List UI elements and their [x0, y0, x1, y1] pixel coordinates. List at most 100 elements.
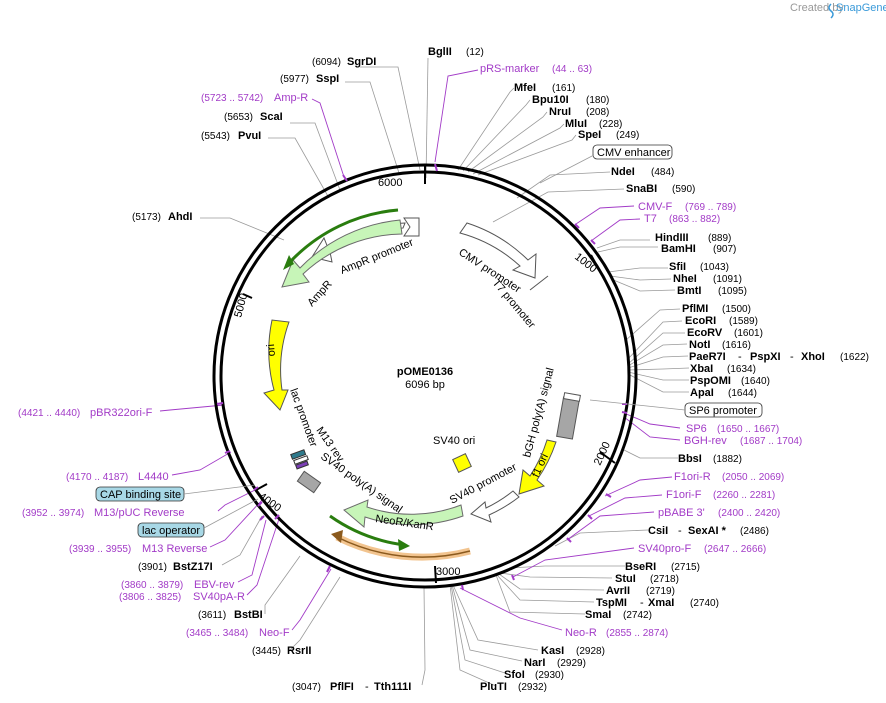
cmv-enhancer-box[interactable]: [592, 144, 673, 160]
ori-arrow[interactable]: [263, 319, 290, 411]
enzyme-bglii: BglII: [428, 46, 452, 58]
tick-label-3000: 3000: [436, 566, 460, 578]
svg-text:(2928): (2928): [576, 646, 605, 657]
svg-text:(3465 .. 3484): (3465 .. 3484): [186, 628, 248, 639]
primer-m13-reverse: M13 Reverse: [142, 543, 207, 555]
sv40-ori-box[interactable]: [452, 453, 472, 473]
svg-text:(4170 .. 4187): (4170 .. 4187): [66, 472, 128, 483]
plasmid-name: pOME0136: [397, 366, 453, 378]
bgh-polya-box[interactable]: [556, 396, 580, 440]
enzyme-apai: ApaI: [690, 387, 714, 399]
snapgene-logo-icon: [828, 3, 834, 19]
enzyme-smai: SmaI: [585, 609, 611, 621]
svg-text:(907): (907): [713, 244, 736, 255]
enzyme-labels: BglII (12) (6094) SgrDI (5977) SspI (565…: [132, 46, 869, 693]
cmv-promoter-arrow[interactable]: [459, 222, 537, 279]
primer-neo-f: Neo-F: [259, 627, 290, 639]
enzyme-kasi: KasI: [541, 645, 564, 657]
svg-text:(3939 .. 3955): (3939 .. 3955): [69, 544, 131, 555]
enzyme-mfei: MfeI: [514, 82, 536, 94]
svg-text:(1091): (1091): [713, 274, 742, 285]
orange-orf-arrowhead-icon: [331, 530, 343, 543]
primer-sv40pa-r: SV40pA-R: [193, 591, 245, 603]
primer-sp6: SP6: [686, 423, 707, 435]
enzyme-ahdi: AhdI: [168, 211, 192, 223]
ampr-orf-bar: [288, 208, 399, 264]
cap-site-mark: [290, 449, 307, 460]
primer-t7: T7: [644, 213, 657, 225]
ampr-orf-arrowhead-icon: [283, 255, 294, 270]
svg-text:(2050 .. 2069): (2050 .. 2069): [722, 472, 784, 483]
svg-text:-: -: [640, 597, 644, 609]
sp6-promoter-box-label: SP6 promoter: [689, 405, 757, 417]
svg-text:(1640): (1640): [741, 376, 770, 387]
enzyme-nhei: NheI: [673, 273, 697, 285]
enzyme-ndei: NdeI: [611, 166, 635, 178]
enzyme-spei: SpeI: [578, 129, 601, 141]
enzyme-sfii: SfiI: [669, 261, 686, 273]
svg-text:(3047): (3047): [292, 682, 321, 693]
svg-text:(3901): (3901): [138, 562, 167, 573]
enzyme-hindiii: HindIII: [655, 232, 689, 244]
svg-text:(2930): (2930): [535, 670, 564, 681]
enzyme-pspxi: PspXI: [750, 351, 781, 363]
lac-promoter-mark: [293, 455, 309, 465]
enzyme-bpu10i: Bpu10I: [532, 94, 569, 106]
svg-text:(3952 .. 3974): (3952 .. 3974): [22, 508, 84, 519]
enzyme-xhoi: XhoI: [801, 351, 825, 363]
cmv-enhancer-label: CMV enhancer: [597, 147, 671, 159]
svg-text:(484): (484): [651, 167, 674, 178]
svg-text:(3445): (3445): [252, 646, 281, 657]
svg-text:(2719): (2719): [646, 586, 675, 597]
svg-text:(5653): (5653): [224, 112, 253, 123]
t7-promoter-mark: [529, 275, 549, 291]
cap-binding-label: CAP binding site: [100, 489, 181, 501]
svg-text:(1622): (1622): [840, 352, 869, 363]
lac-operator-box[interactable]: [137, 522, 205, 538]
svg-text:(1650 .. 1667): (1650 .. 1667): [717, 424, 779, 435]
svg-text:(1500): (1500): [722, 304, 751, 315]
neokanr-gene-arrow[interactable]: [343, 499, 464, 528]
neokanr-orf-arrowhead-icon: [398, 539, 410, 551]
ampr-gene-arrow[interactable]: [281, 219, 403, 288]
enzyme-stui: StuI: [615, 573, 636, 585]
svg-text:(12): (12): [466, 47, 484, 58]
f1-ori-arrow[interactable]: [518, 439, 557, 495]
svg-text:(2742): (2742): [623, 610, 652, 621]
svg-text:(2260 .. 2281): (2260 .. 2281): [713, 490, 775, 501]
svg-text:(889): (889): [708, 233, 731, 244]
svg-text:(1882): (1882): [713, 454, 742, 465]
ori-label: ori: [265, 344, 278, 357]
enzyme-paer7i: PaeR7I: [689, 351, 726, 363]
tick-label-5000: 5000: [232, 292, 250, 319]
enzyme-bstz17i: BstZ17I: [173, 561, 213, 573]
enzyme-ecori: EcoRI: [685, 315, 716, 327]
primer-cmv-f: CMV-F: [638, 201, 673, 213]
svg-text:(1601): (1601): [734, 328, 763, 339]
svg-text:(208): (208): [586, 107, 609, 118]
svg-text:(1687 .. 1704): (1687 .. 1704): [740, 436, 802, 447]
enzyme-xmai: XmaI: [648, 597, 674, 609]
svg-text:(5543): (5543): [201, 131, 230, 142]
sv40-polya-box[interactable]: [296, 470, 322, 494]
primer-prs-marker: pRS-marker: [480, 63, 540, 75]
enzyme-sgrdi: SgrDI: [347, 56, 376, 68]
svg-text:(180): (180): [586, 95, 609, 106]
svg-text:(4421 .. 4440): (4421 .. 4440): [18, 408, 80, 419]
primer-f1ori-f: F1ori-F: [666, 489, 702, 501]
svg-text:(161): (161): [552, 83, 575, 94]
svg-text:(5173): (5173): [132, 212, 161, 223]
enzyme-bbsi: BbsI: [678, 453, 702, 465]
svg-text:(769 .. 789): (769 .. 789): [685, 202, 736, 213]
plasmid-size: 6096 bp: [405, 379, 445, 391]
svg-text:-: -: [678, 525, 682, 537]
lac-operator-mark: [295, 460, 309, 470]
primer-pbr322ori-f: pBR322ori-F: [90, 407, 153, 419]
sv40-promoter-arrow[interactable]: [470, 490, 520, 523]
svg-text:(863 .. 882): (863 .. 882): [669, 214, 720, 225]
enzyme-pflfi: PflFI: [330, 681, 354, 693]
primer-m13-puc-reverse: M13/pUC Reverse: [94, 507, 184, 519]
svg-text:(2718): (2718): [650, 574, 679, 585]
svg-text:-: -: [365, 681, 369, 693]
primer-neo-r: Neo-R: [565, 627, 597, 639]
